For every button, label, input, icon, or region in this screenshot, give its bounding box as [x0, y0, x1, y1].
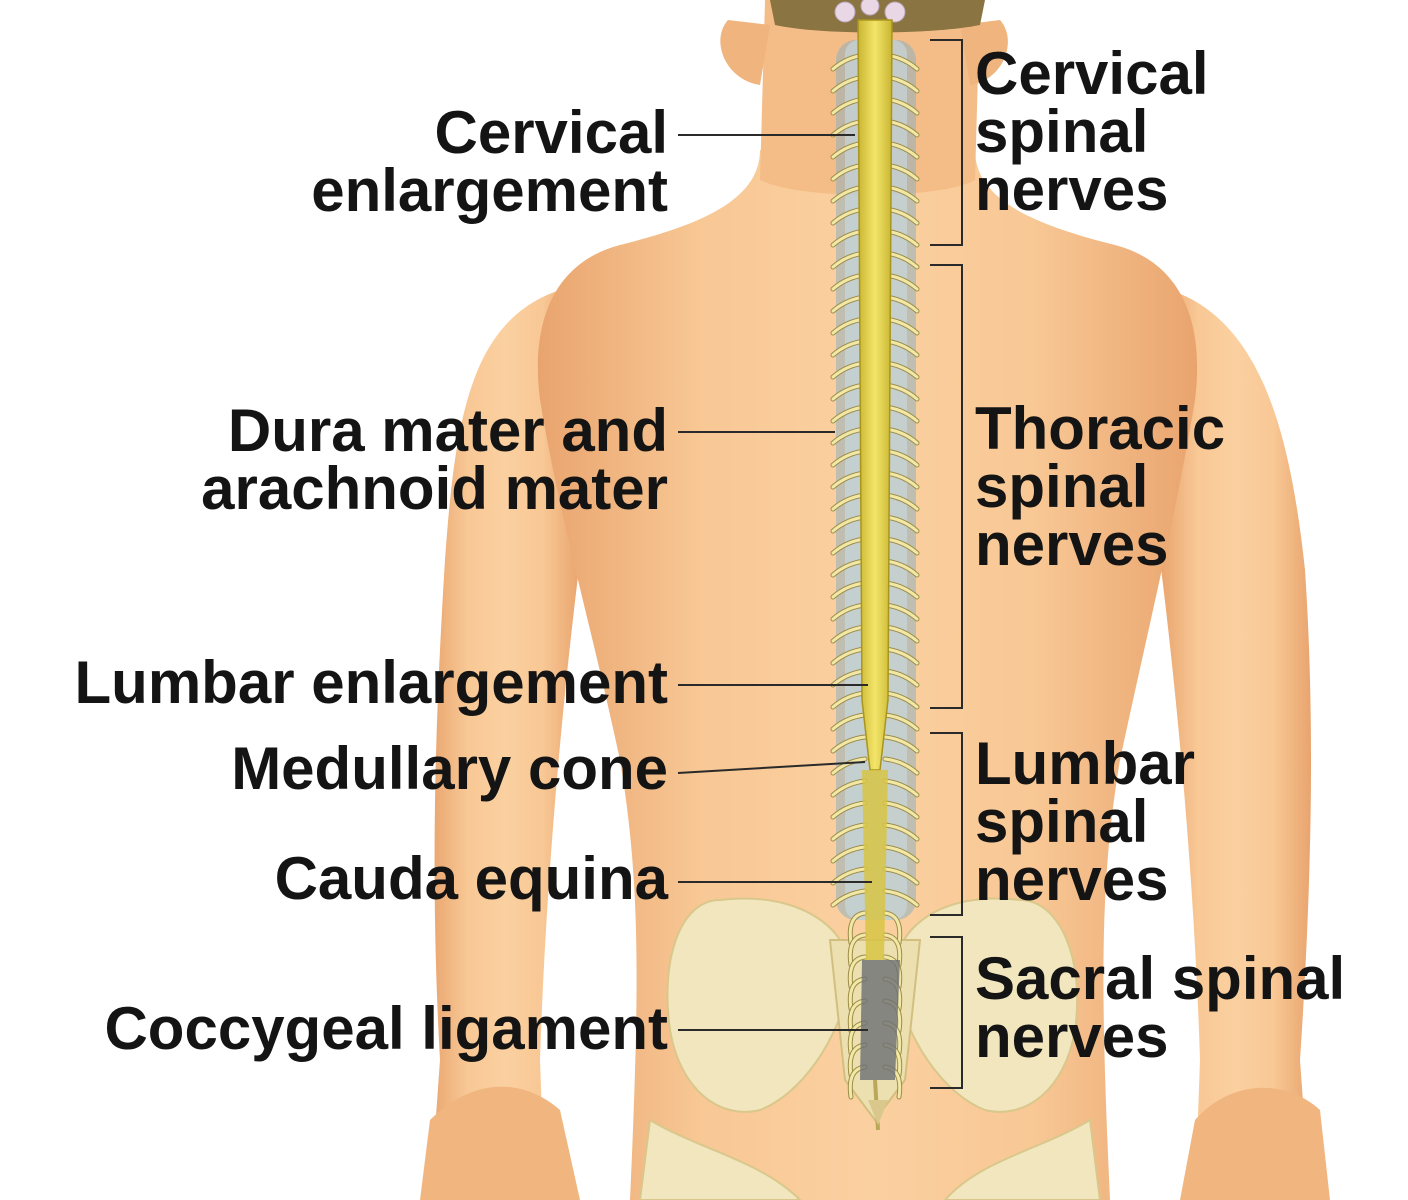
nerve-root	[883, 713, 919, 731]
spinal-cord	[857, 19, 900, 1131]
label-cervical-spinal-nerves: Cervical spinal nerves	[975, 40, 1209, 223]
nerve-root	[883, 889, 919, 907]
region-brackets	[930, 39, 963, 1089]
nerve-root	[883, 845, 919, 863]
nerve-root	[831, 779, 867, 797]
label-dura-mater-arachnoid-mater: Dura mater and arachnoid mater	[201, 397, 668, 522]
nerve-root	[883, 867, 919, 885]
nerve-root	[848, 955, 867, 989]
label-cervical-enlargement: Cervical enlargement	[311, 99, 668, 224]
label-medullary-cone: Medullary cone	[231, 735, 668, 802]
nerve-root	[883, 757, 919, 775]
nerve-root	[831, 845, 867, 863]
nerve-root	[848, 933, 867, 967]
nerve-root	[883, 911, 902, 945]
label-coccygeal-ligament: Coccygeal ligament	[104, 995, 668, 1062]
nerve-root	[831, 801, 867, 819]
nerve-root	[831, 889, 867, 907]
nerve-root	[831, 713, 867, 731]
label-lumbar-spinal-nerves: Lumbar spinal nerves	[975, 730, 1196, 913]
label-sacral-spinal-nerves: Sacral spinal nerves	[975, 945, 1346, 1070]
nerve-root	[883, 779, 919, 797]
nerve-root	[831, 735, 867, 753]
label-cauda-equina: Cauda equina	[274, 845, 668, 912]
label-thoracic-spinal-nerves: Thoracic spinal nerves	[975, 395, 1226, 578]
nerve-root	[883, 823, 919, 841]
leader-lines	[677, 134, 872, 1031]
nerve-root	[848, 911, 867, 945]
label-lumbar-enlargement: Lumbar enlargement	[74, 649, 668, 716]
skull-base	[785, 0, 960, 25]
nerve-root	[831, 823, 867, 841]
nerve-root	[883, 801, 919, 819]
nerve-root	[883, 735, 919, 753]
